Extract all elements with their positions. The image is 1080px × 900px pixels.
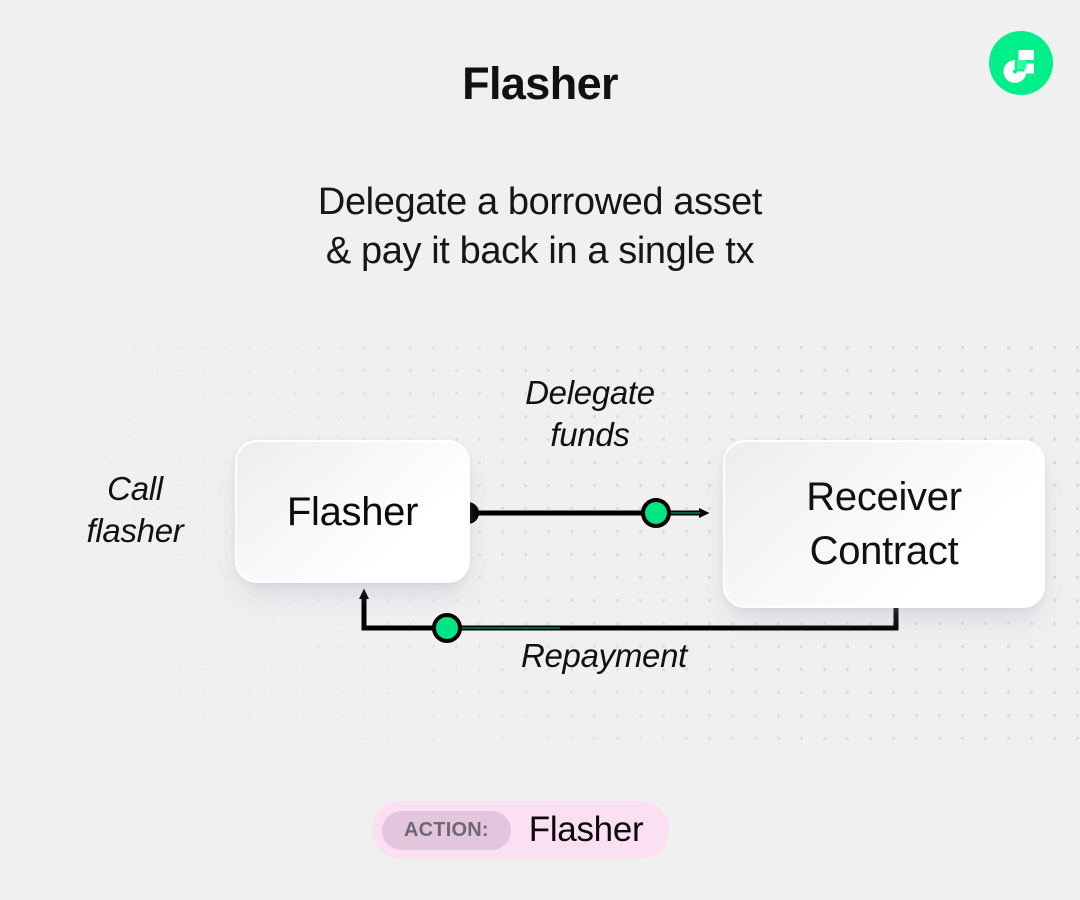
node-flasher-label: Flasher (286, 489, 419, 534)
label-repayment: Repayment (520, 637, 688, 674)
edge-repayment-green-node[interactable] (432, 613, 462, 643)
flow-logo-icon (989, 31, 1053, 95)
action-badge-value: Flasher (528, 810, 644, 849)
node-flasher[interactable]: Flasher (235, 440, 470, 583)
subtitle-line-2: & pay it back in a single tx (325, 230, 755, 272)
node-receiver-contract-label: Receiver Contract (806, 475, 962, 573)
page-subtitle: Delegate a borrowed asset & pay it back … (0, 178, 1080, 276)
action-badge: ACTION: Flasher (372, 801, 670, 859)
edge-delegate-green-node[interactable] (641, 498, 671, 528)
flow-diagram: Flasher Receiver Contract Call flasher D… (0, 330, 1080, 760)
page-title: Flasher (462, 58, 618, 109)
label-call-flasher: Call flasher (86, 470, 184, 549)
action-badge-tag: ACTION: (382, 810, 511, 850)
node-receiver-contract[interactable]: Receiver Contract (723, 440, 1045, 608)
subtitle-line-1: Delegate a borrowed asset (317, 181, 763, 223)
label-delegate-funds: Delegate funds (525, 374, 655, 453)
edge-repayment-line (359, 588, 899, 631)
